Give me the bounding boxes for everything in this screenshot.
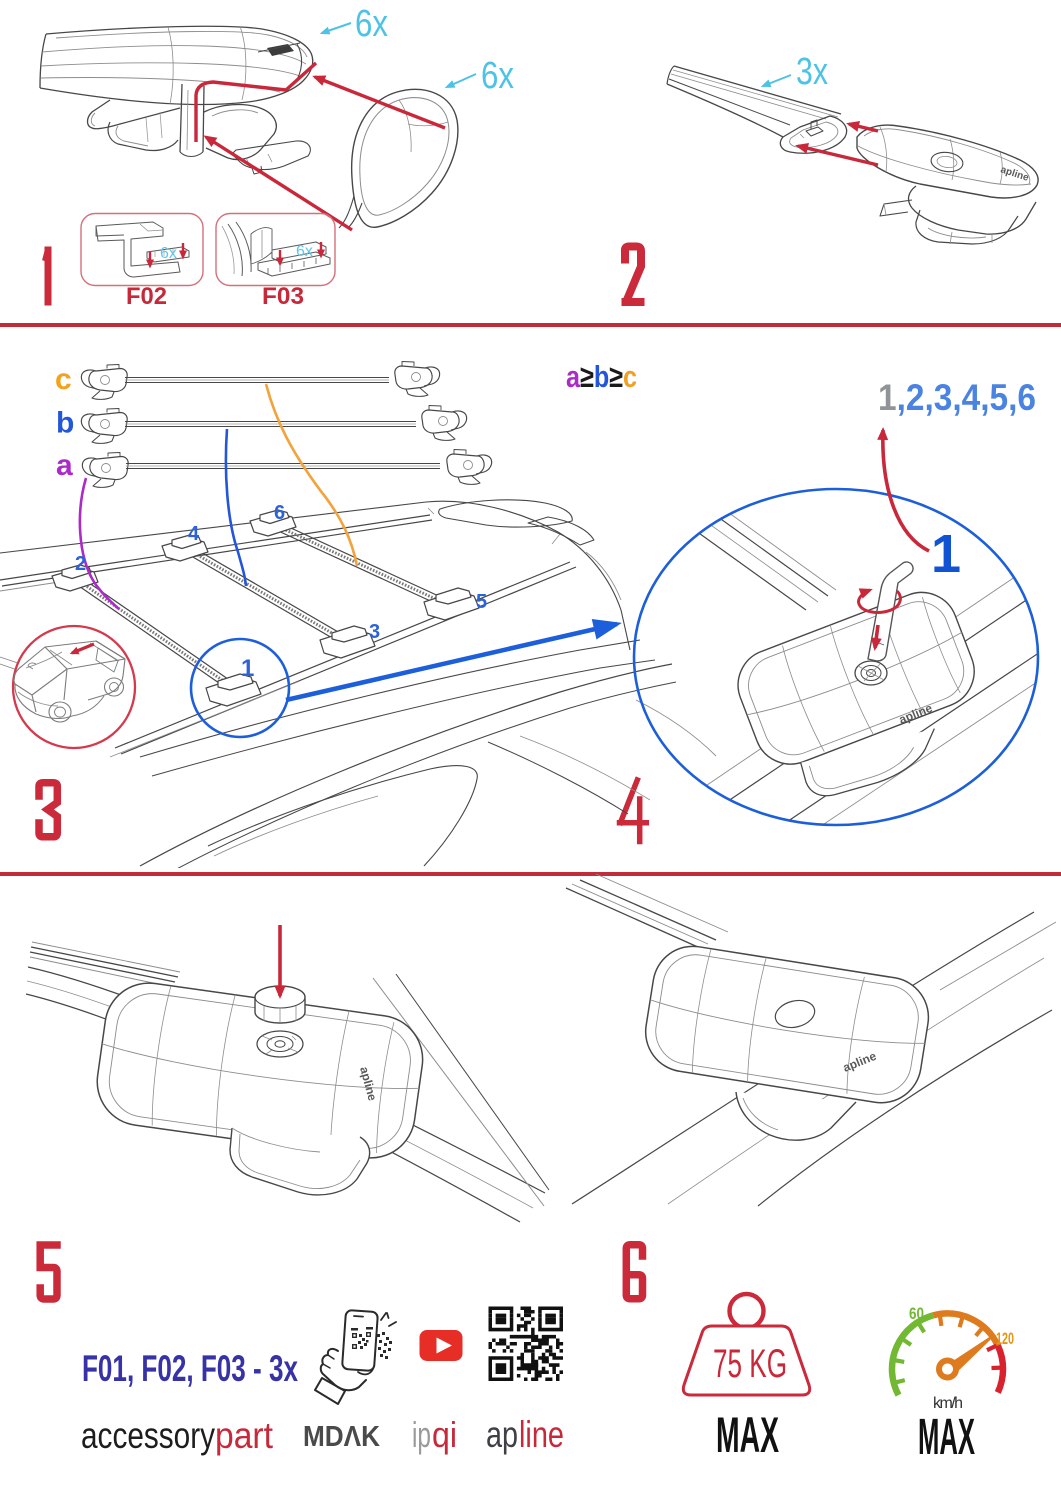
svg-text:MDΛK: MDΛK [303,1421,380,1453]
svg-text:3: 3 [369,621,380,643]
svg-text:accessory: accessory [81,1415,215,1456]
svg-text:F03: F03 [262,283,304,310]
svg-text:ap: ap [486,1414,518,1455]
svg-text:part: part [215,1415,274,1456]
svg-text:6x: 6x [296,243,313,260]
svg-text:MAX: MAX [918,1408,975,1465]
svg-text:6x: 6x [481,55,514,97]
svg-text:F01, F02, F03 - 3x: F01, F02, F03 - 3x [82,1348,298,1389]
svg-text:120: 120 [996,1330,1014,1348]
svg-text:F02: F02 [126,283,167,310]
svg-text:2: 2 [75,553,86,575]
svg-text:1: 1 [931,524,961,584]
svg-text:MAX: MAX [716,1407,779,1463]
svg-text:6: 6 [274,502,285,524]
svg-text:1,2,3,4,5,6: 1,2,3,4,5,6 [878,377,1036,418]
svg-text:ip: ip [412,1414,431,1455]
svg-text:line: line [519,1414,564,1455]
svg-text:60: 60 [909,1305,924,1323]
svg-text:3x: 3x [796,51,828,93]
svg-text:b: b [56,407,74,440]
svg-text:4: 4 [188,523,200,545]
svg-text:5: 5 [476,591,487,613]
svg-text:km/h: km/h [933,1395,963,1412]
svg-text:a≥b≥c: a≥b≥c [566,359,637,394]
svg-text:6x: 6x [160,245,177,262]
svg-text:c: c [55,363,72,396]
svg-text:1: 1 [241,655,254,682]
svg-text:qi: qi [432,1414,457,1455]
svg-text:75 KG: 75 KG [713,1342,787,1386]
svg-text:6x: 6x [355,3,388,45]
svg-text:a: a [56,449,73,482]
